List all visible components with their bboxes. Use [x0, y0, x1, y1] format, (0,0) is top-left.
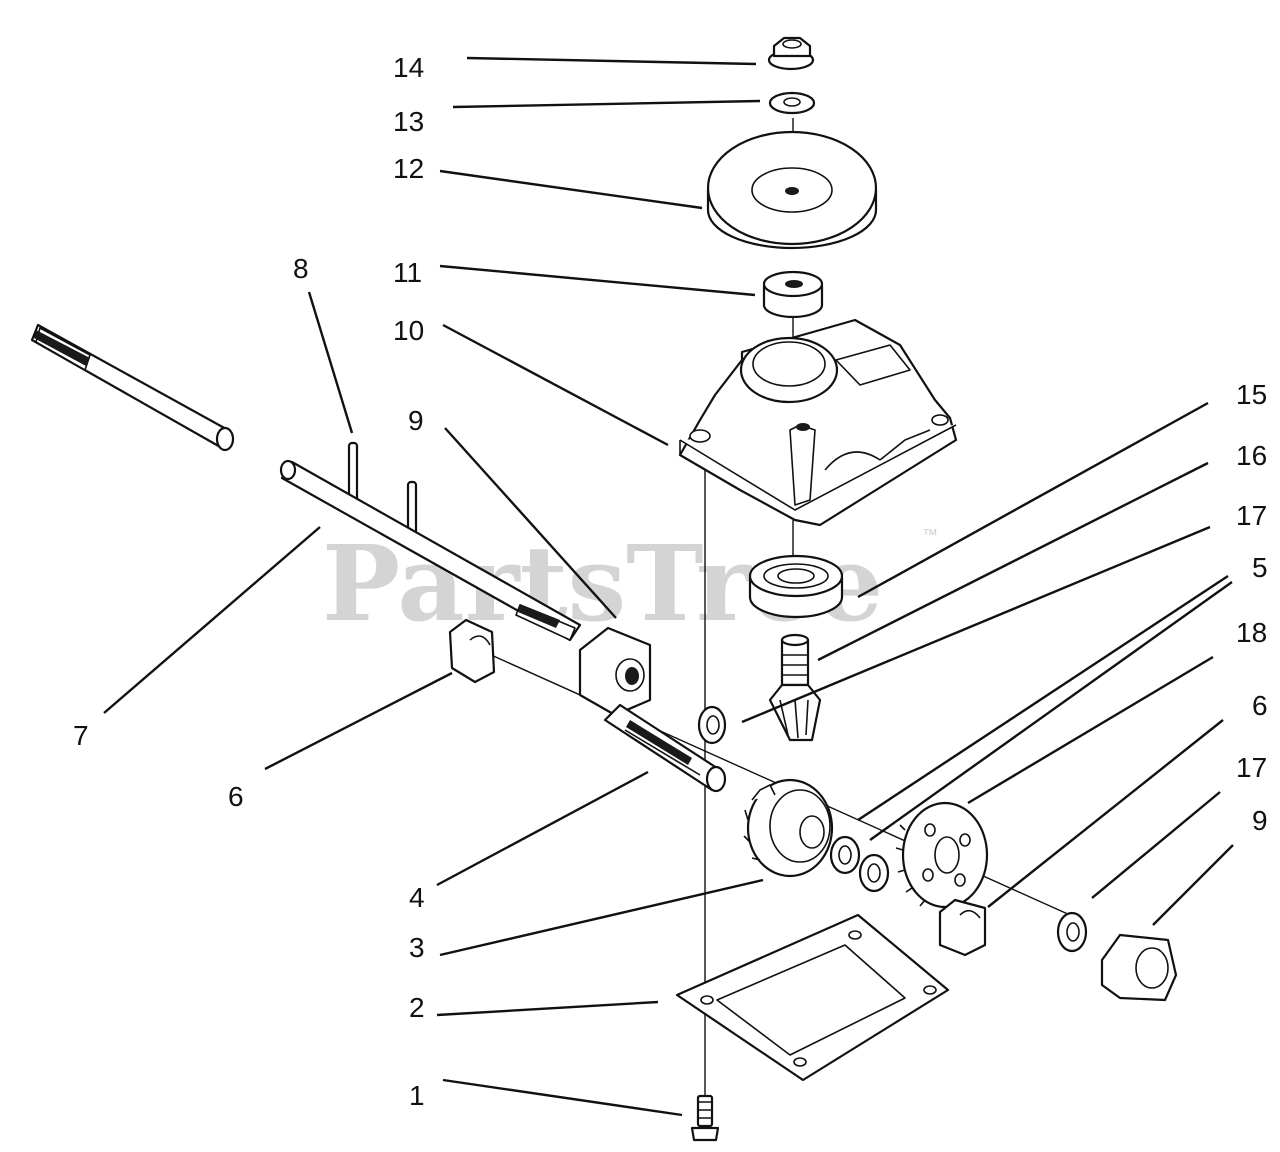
leader-10	[442, 323, 669, 447]
leader-1	[442, 1078, 683, 1117]
leader-7	[103, 526, 321, 714]
leader-15	[857, 401, 1209, 599]
leader-18	[967, 655, 1214, 805]
part-washer-5b	[858, 853, 890, 893]
part-cover-plate	[675, 913, 950, 1082]
part-block-right	[938, 898, 987, 957]
callout-17-top: 17	[1236, 500, 1267, 531]
callout-labels: 14 13 12 11 10 8 9 7 6 4 3 2 1 15 16 17 …	[73, 52, 1268, 1111]
part-gear-housing	[678, 318, 958, 527]
callout-6-left: 6	[228, 781, 244, 812]
leader-12	[439, 169, 703, 210]
callout-14: 14	[393, 52, 424, 83]
callout-8: 8	[293, 253, 309, 284]
callout-9-right: 9	[1252, 805, 1268, 836]
callout-15: 15	[1236, 379, 1267, 410]
callout-17-bottom: 17	[1236, 752, 1267, 783]
part-axle-tube-upper	[30, 323, 235, 452]
part-flange-nut	[767, 36, 815, 71]
part-bushing-right	[1100, 933, 1178, 1002]
part-bearing	[748, 554, 844, 619]
part-spur-gear	[895, 801, 989, 909]
callout-7: 7	[73, 720, 89, 751]
callout-9-left: 9	[408, 405, 424, 436]
part-block-left	[448, 618, 496, 684]
callout-3: 3	[409, 932, 425, 963]
callout-10: 10	[393, 315, 424, 346]
part-pulley	[706, 130, 878, 250]
leader-2	[436, 1000, 659, 1017]
part-washer-5a	[829, 835, 861, 875]
leader-5b	[869, 581, 1233, 841]
part-axle-tube-center	[279, 459, 582, 642]
leader-17a	[741, 525, 1211, 724]
part-main-shaft	[603, 703, 727, 793]
leader-14	[466, 56, 757, 66]
leader-lines	[103, 56, 1234, 1117]
leader-17b	[1091, 791, 1221, 899]
callout-1: 1	[409, 1080, 425, 1111]
part-spacer	[762, 270, 824, 319]
leader-9a	[444, 427, 617, 619]
callout-18: 18	[1236, 617, 1267, 648]
leader-5a	[857, 574, 1229, 822]
callout-12: 12	[393, 153, 424, 184]
callout-6-right: 6	[1252, 690, 1268, 721]
leader-3	[439, 878, 764, 957]
callout-5: 5	[1252, 552, 1268, 583]
part-bushing-left	[578, 626, 652, 717]
callout-2: 2	[409, 992, 425, 1023]
callout-11: 11	[393, 257, 422, 288]
leader-9b	[1152, 844, 1234, 926]
part-bevel-gear	[743, 778, 834, 878]
leader-11	[439, 264, 756, 297]
part-washer-17-left	[697, 705, 727, 745]
part-bolt	[690, 1094, 720, 1142]
callout-4: 4	[409, 882, 425, 913]
leader-4	[436, 770, 649, 887]
part-pinion-shaft	[768, 633, 822, 742]
part-washer-13	[768, 91, 816, 115]
callout-16: 16	[1236, 440, 1267, 471]
leader-16	[817, 461, 1209, 662]
leader-8	[307, 291, 354, 434]
callout-13: 13	[393, 106, 424, 137]
leader-6b	[987, 719, 1224, 908]
leader-13	[452, 99, 761, 109]
part-washer-17-right	[1056, 911, 1088, 953]
watermark-trademark: ™	[922, 527, 938, 544]
leader-6a	[264, 671, 453, 771]
